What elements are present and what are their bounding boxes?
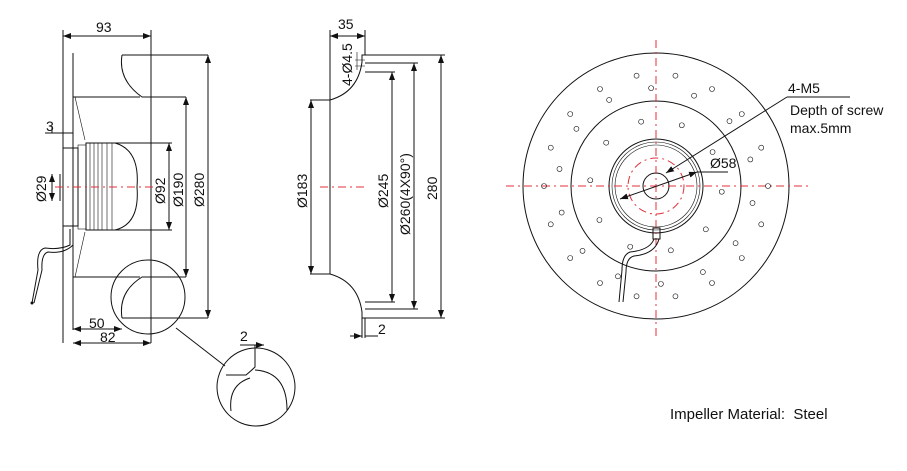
blade-hole xyxy=(747,156,754,163)
blade-hole xyxy=(556,166,563,172)
blade-hole xyxy=(648,85,654,91)
dim-245: Ø245 xyxy=(375,174,391,208)
blade-hole xyxy=(726,118,733,124)
dim-shaft: Ø29 xyxy=(33,175,49,202)
blade-hole xyxy=(567,111,574,117)
blade-hole xyxy=(606,97,612,103)
blade-hole xyxy=(587,177,594,184)
blade-hole xyxy=(567,255,574,261)
blade-hole xyxy=(558,209,565,216)
blade-hole xyxy=(633,72,640,79)
blade-hole xyxy=(547,144,554,151)
blade-hole xyxy=(738,255,745,261)
blade-hole xyxy=(709,149,716,155)
blade-hole xyxy=(579,248,586,254)
screw-note-2: max.5mm xyxy=(790,120,852,136)
detail-gap: 2 xyxy=(240,328,248,344)
blade-hole xyxy=(638,118,644,125)
dim-motor: Ø92 xyxy=(152,177,168,204)
blade-hole xyxy=(678,122,685,129)
blade-hole xyxy=(765,183,771,189)
dim-width: 93 xyxy=(96,19,112,35)
dim-plate: 3 xyxy=(46,118,54,134)
dim-depth: 35 xyxy=(338,16,354,32)
blade-hole xyxy=(758,221,765,228)
blade-hole xyxy=(573,125,580,132)
blade-hole xyxy=(658,281,664,287)
blade-hole xyxy=(700,269,706,275)
dim-hub: Ø58 xyxy=(710,155,737,171)
side-view xyxy=(30,30,296,427)
screw-label: 4-M5 xyxy=(788,80,820,96)
dim-50: 50 xyxy=(89,315,105,331)
blade-hole xyxy=(597,86,603,92)
blade-hole xyxy=(749,200,756,206)
blade-hole xyxy=(672,72,679,79)
dim-outer: Ø280 xyxy=(191,173,207,207)
dim-280: 280 xyxy=(424,176,440,200)
blade-hole xyxy=(738,111,745,117)
blade-hole xyxy=(672,293,679,300)
blade-hole xyxy=(603,139,609,146)
blade-hole xyxy=(596,217,603,223)
dim-inner: Ø190 xyxy=(170,173,186,207)
dim-260: Ø260(4X90°) xyxy=(397,153,413,235)
blade-hole xyxy=(668,247,674,254)
blade-hole xyxy=(547,221,554,228)
inlet-view xyxy=(308,30,445,339)
material-note: Impeller Material: Steel xyxy=(670,406,828,423)
blade-hole xyxy=(709,280,715,286)
dim-82: 82 xyxy=(100,329,116,345)
blade-hole xyxy=(758,144,765,151)
blade-hole xyxy=(703,226,709,233)
dim-holes: 4-Ø4.5 xyxy=(339,43,355,86)
blade-hole xyxy=(541,183,547,189)
dim-flange: 2 xyxy=(378,321,386,337)
blade-hole xyxy=(732,240,739,247)
front-view xyxy=(506,40,850,338)
blade-hole xyxy=(691,92,697,99)
blade-hole xyxy=(633,293,640,300)
screw-note-1: Depth of screw xyxy=(790,102,884,118)
blade-hole xyxy=(627,243,634,250)
blade-hole xyxy=(718,188,725,195)
blade-hole xyxy=(615,273,621,280)
blade-hole xyxy=(597,280,603,286)
dim-throat: Ø183 xyxy=(294,174,310,208)
blade-hole xyxy=(709,86,715,92)
